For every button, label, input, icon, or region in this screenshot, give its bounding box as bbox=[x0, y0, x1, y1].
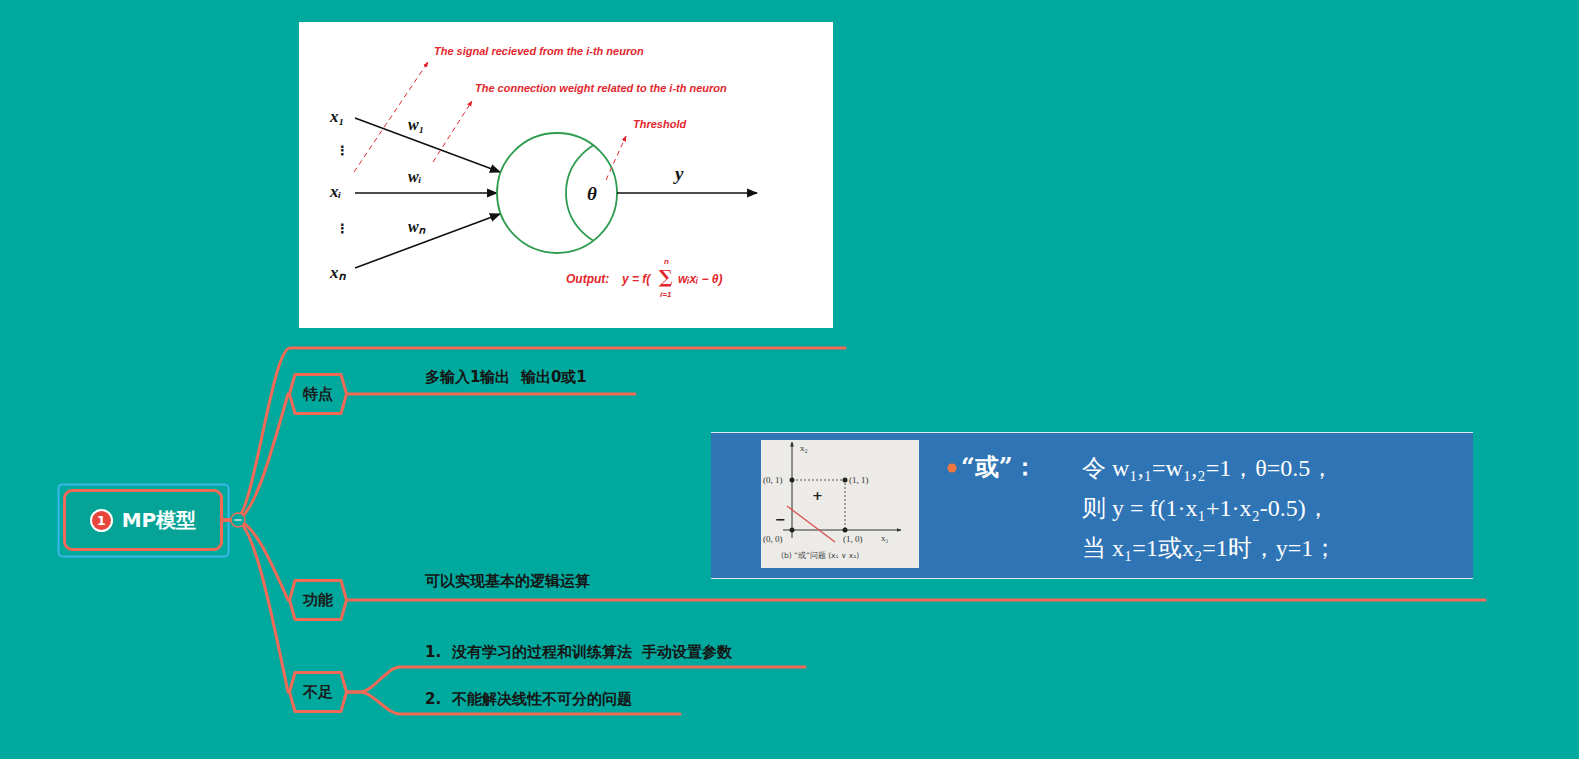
leader-line bbox=[606, 136, 626, 180]
figure-label: wₙ bbox=[408, 219, 425, 236]
branch-text: 特点 bbox=[303, 385, 333, 404]
panel-text: (b) “或”问题 (x₁ ∨ x₂) bbox=[781, 551, 859, 561]
figure-label: i=1 bbox=[660, 290, 671, 299]
branch-hexagon: 特点 bbox=[288, 373, 348, 415]
figure-label: ⋮ bbox=[336, 221, 349, 236]
figure-label: x₁ bbox=[330, 107, 344, 127]
panel-rule bbox=[711, 432, 1473, 433]
panel-text: (1, 0) bbox=[843, 534, 863, 544]
branch-connector bbox=[348, 667, 805, 692]
plot-point bbox=[843, 528, 848, 533]
panel-text: “或”： bbox=[961, 451, 1037, 483]
example-panel: x₂ (0, 1) (1, 1) + − (0, 0) (1, 0) x₁ (b) “或”问题 … bbox=[711, 432, 1473, 579]
subtopic-text: 1. 没有学习的过程和训练算法 手动设置参数 bbox=[425, 643, 732, 662]
hexagon-shape bbox=[290, 375, 347, 414]
figure-label: ∑ bbox=[659, 266, 673, 287]
root-text: MP模型 bbox=[122, 507, 197, 534]
branch-connector bbox=[223, 348, 845, 520]
output-arrow bbox=[617, 192, 757, 194]
figure-label: The signal recieved from the i-th neuron bbox=[434, 45, 644, 57]
figure-label: Output: bbox=[566, 272, 609, 286]
leader-line bbox=[354, 62, 428, 172]
figure-label: Threshold bbox=[633, 118, 686, 130]
figure-label: wᵢxᵢ − θ) bbox=[678, 272, 722, 286]
input-arrow bbox=[355, 192, 497, 194]
branch-hexagon: 不足 bbox=[288, 671, 348, 713]
hexagon-shape bbox=[290, 673, 347, 712]
panel-ground bbox=[711, 432, 1473, 579]
panel-text: (0, 1) bbox=[763, 475, 783, 485]
subtopic: 多输入1输出 输出0或1 bbox=[350, 360, 635, 394]
panel-rule bbox=[711, 578, 1473, 579]
panel-text: 当 x₁=1或x₂=1时，y=1； bbox=[1082, 532, 1337, 564]
input-arrow bbox=[355, 118, 500, 172]
branch-connector bbox=[223, 520, 288, 600]
panel-text: x₁ bbox=[881, 533, 889, 543]
subtopic-text: 可以实现基本的逻辑运算 bbox=[425, 572, 590, 591]
plot-axis bbox=[783, 530, 901, 531]
hexagon-shape bbox=[290, 581, 347, 620]
selection-frame bbox=[59, 485, 229, 557]
figure-label: w₁ bbox=[408, 117, 424, 134]
plot-guide bbox=[792, 480, 845, 530]
plot-axis bbox=[792, 442, 793, 538]
neuron-figure: The signal recieved from the i-th neuron… bbox=[290, 22, 845, 348]
subtopic-text: 2. 不能解决线性不可分的问题 bbox=[425, 690, 632, 709]
branch-text: 功能 bbox=[303, 591, 333, 610]
leader-line bbox=[433, 101, 472, 162]
branch-connector bbox=[348, 393, 635, 396]
panel-text: 令 w₁,₁=w₁,₂=1，θ=0.5， bbox=[1082, 452, 1334, 484]
panel-text: (1, 1) bbox=[849, 475, 869, 485]
figure-label: θ bbox=[587, 183, 597, 205]
figure-label: wᵢ bbox=[408, 169, 421, 186]
figure-label: The connection weight related to the i-t… bbox=[475, 82, 727, 94]
bullet-dot bbox=[948, 464, 957, 473]
panel-text: − bbox=[775, 512, 786, 527]
figure-panel bbox=[299, 22, 833, 328]
branch-connector bbox=[223, 394, 288, 520]
plot-point bbox=[843, 478, 848, 483]
figure-label: y = f( bbox=[622, 272, 650, 286]
figure-label: xᵢ bbox=[330, 182, 341, 202]
figure-label: ⋮ bbox=[336, 143, 349, 158]
neuron-figure-art bbox=[299, 22, 833, 328]
subtopic: 可以实现基本的逻辑运算x₂(0, 1)(1, 1)+−(0, 0)(1, 0)x… bbox=[350, 432, 1485, 600]
collapse-knob bbox=[231, 513, 245, 527]
figure-label: xₙ bbox=[330, 260, 346, 283]
branch-hexagon: 功能 bbox=[288, 579, 348, 621]
panel-text: x₂ bbox=[800, 443, 808, 453]
figure-label: n bbox=[664, 257, 669, 266]
root-text: 1 bbox=[90, 509, 113, 532]
subtopic: 1. 没有学习的过程和训练算法 手动设置参数 bbox=[400, 636, 805, 667]
input-arrow bbox=[355, 214, 500, 268]
decision-line bbox=[787, 506, 835, 542]
subtopic-text: 多输入1输出 输出0或1 bbox=[425, 368, 587, 387]
collapse-minus bbox=[235, 519, 242, 521]
mini-plot bbox=[761, 440, 919, 568]
panel-text: (0, 0) bbox=[763, 534, 783, 544]
panel-text: + bbox=[812, 488, 823, 503]
figure-label: y bbox=[675, 163, 683, 185]
subtopic: 2. 不能解决线性不可分的问题 bbox=[400, 683, 680, 714]
panel-text: 则 y = f(1·x₁+1·x₂-0.5)， bbox=[1082, 492, 1330, 524]
branch-text: 不足 bbox=[303, 683, 333, 702]
neuron-circle bbox=[497, 133, 617, 253]
branch-connector bbox=[348, 599, 1485, 602]
plot-point bbox=[790, 478, 795, 483]
root-topic: 1 MP模型 bbox=[63, 489, 223, 551]
branch-connector bbox=[223, 520, 288, 692]
example-panel-art bbox=[711, 432, 1473, 579]
plot-point bbox=[790, 528, 795, 533]
